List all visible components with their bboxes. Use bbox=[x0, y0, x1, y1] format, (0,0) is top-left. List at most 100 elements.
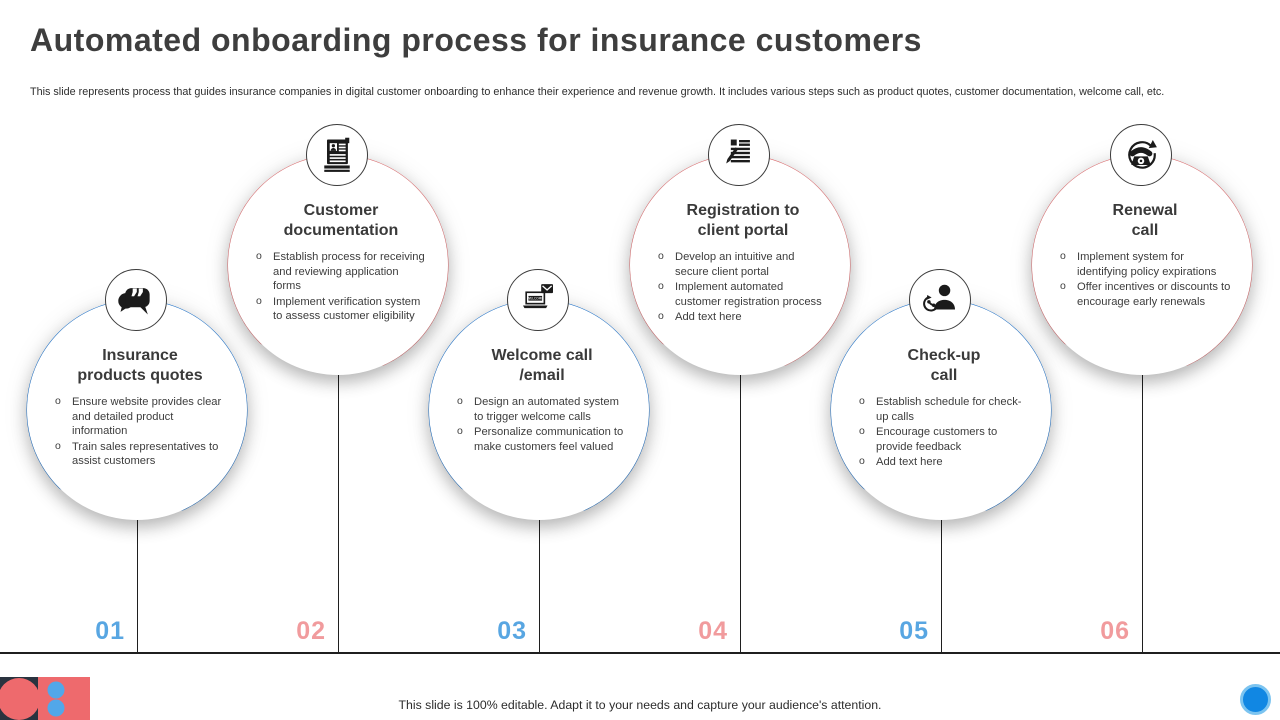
bullet-marker: o bbox=[1060, 280, 1066, 293]
bullet-text: Implement system for identifying policy … bbox=[1077, 251, 1217, 278]
timeline-number-02: 02 bbox=[296, 617, 326, 645]
bullet-text: Offer incentives or discounts to encoura… bbox=[1077, 281, 1231, 308]
step-bullets: o Establish process for receiving and rev… bbox=[254, 250, 428, 324]
bullet-marker: o bbox=[256, 294, 262, 307]
bullet-item: o Design an automated system to trigger w… bbox=[455, 395, 629, 424]
step-circle bbox=[630, 155, 850, 375]
slide-subtitle: This slide represents process that guide… bbox=[30, 86, 1165, 98]
step-bullets: o Design an automated system to trigger w… bbox=[455, 395, 629, 454]
step-icon-circle: ” bbox=[105, 269, 167, 331]
bullet-item: o Establish schedule for check-up calls bbox=[857, 395, 1031, 424]
connector-line-04 bbox=[740, 375, 742, 653]
step-circle bbox=[228, 155, 448, 375]
step-icon-circle: WELCOME bbox=[507, 269, 569, 331]
bullet-text: Add text here bbox=[876, 456, 943, 469]
step-icon-circle bbox=[306, 124, 368, 186]
timeline-number-06: 06 bbox=[1100, 617, 1130, 645]
bullet-text: Train sales representatives to assist cu… bbox=[72, 440, 219, 468]
step-circle bbox=[1032, 155, 1252, 375]
bullet-item: o Encourage customers to provide feedback bbox=[857, 425, 1031, 454]
bullet-marker: o bbox=[658, 250, 664, 262]
bullet-marker: o bbox=[55, 439, 61, 452]
corner-dot bbox=[1240, 684, 1271, 715]
step-icon-circle bbox=[1110, 124, 1172, 186]
bullet-item: o Train sales representatives to assist c… bbox=[53, 440, 227, 469]
bullet-item: o Implement system for identifying policy… bbox=[1058, 250, 1232, 279]
bullet-item: o Develop an intuitive and secure client … bbox=[656, 250, 830, 279]
connector-line-05 bbox=[941, 520, 943, 653]
welcome-laptop-email-icon: WELCOME bbox=[523, 284, 553, 309]
step-content: Renewal call o Implement system for ident… bbox=[1032, 155, 1252, 375]
brand-logo bbox=[0, 677, 90, 720]
connector-line-01 bbox=[137, 520, 139, 653]
bullet-marker: o bbox=[658, 310, 664, 323]
timeline-number-03: 03 bbox=[497, 617, 527, 645]
bullet-marker: o bbox=[658, 280, 664, 293]
bullet-marker: o bbox=[859, 425, 865, 438]
bullet-item: o Implement verification system to assess… bbox=[254, 295, 428, 324]
step-content: Welcome call /email o Design an automated… bbox=[429, 300, 649, 520]
timeline-number-05: 05 bbox=[899, 617, 929, 645]
step-content: Check-up call o Establish schedule for ch… bbox=[831, 300, 1051, 520]
bullet-text: Encourage customers to provide feedback bbox=[876, 426, 998, 453]
step-circle bbox=[27, 300, 247, 520]
footer-note: This slide is 100% editable. Adapt it to… bbox=[398, 698, 882, 712]
step-title: Renewal call bbox=[1112, 202, 1178, 239]
svg-text:”: ” bbox=[129, 283, 145, 312]
bullet-marker: o bbox=[55, 395, 61, 407]
bullet-item: o Offer incentives or discounts to encour… bbox=[1058, 280, 1232, 309]
timeline-number-04: 04 bbox=[698, 617, 728, 645]
step-03: Welcome call /email o Design an automated… bbox=[428, 269, 650, 521]
step-02: Customer documentation o Establish proces… bbox=[227, 124, 449, 376]
step-title: Insurance products quotes bbox=[77, 347, 203, 384]
bullet-text: Add text here bbox=[675, 311, 742, 324]
customer-document-icon bbox=[324, 137, 350, 172]
svg-text:WELCOME: WELCOME bbox=[527, 297, 543, 301]
connector-line-06 bbox=[1142, 375, 1144, 653]
bullet-item: o Add text here bbox=[857, 455, 1031, 470]
bullet-marker: o bbox=[1060, 250, 1066, 262]
timeline-number-01: 01 bbox=[95, 617, 125, 645]
bullet-marker: o bbox=[457, 425, 463, 438]
bullet-text: Personalize communication to make custom… bbox=[474, 426, 624, 453]
registration-form-icon bbox=[726, 139, 750, 164]
person-call-icon bbox=[923, 284, 955, 312]
bullet-text: Establish schedule for check-up calls bbox=[876, 396, 1022, 423]
step-05: Check-up call o Establish schedule for ch… bbox=[830, 269, 1052, 521]
step-bullets: o Implement system for identifying policy… bbox=[1058, 250, 1232, 309]
step-bullets: o Develop an intuitive and secure client … bbox=[656, 250, 830, 325]
connector-line-02 bbox=[338, 375, 340, 653]
bullet-text: Establish process for receiving and revi… bbox=[273, 251, 425, 293]
step-circle bbox=[429, 300, 649, 520]
step-icon-circle bbox=[708, 124, 770, 186]
page-title: Automated onboarding process for insuran… bbox=[30, 22, 922, 58]
timeline-baseline bbox=[0, 652, 1280, 654]
quotes-icon: ” bbox=[118, 283, 150, 315]
step-title: Welcome call /email bbox=[491, 347, 593, 384]
step-icon-circle bbox=[909, 269, 971, 331]
connector-line-03 bbox=[539, 520, 541, 653]
bullet-text: Implement verification system to assess … bbox=[273, 295, 421, 323]
step-content: Customer documentation o Establish proces… bbox=[228, 155, 448, 375]
step-06: Renewal call o Implement system for ident… bbox=[1031, 124, 1253, 376]
bullet-item: o Add text here bbox=[656, 310, 830, 325]
bullet-text: Design an automated system to trigger we… bbox=[474, 396, 619, 423]
step-title: Customer documentation bbox=[283, 202, 399, 239]
bullet-item: o Implement automated customer registrati… bbox=[656, 280, 830, 309]
step-circle bbox=[831, 300, 1051, 520]
bullet-marker: o bbox=[859, 395, 865, 407]
step-title: Check-up call bbox=[907, 347, 981, 384]
bullet-text: Develop an intuitive and secure client p… bbox=[675, 251, 795, 278]
bullet-marker: o bbox=[859, 455, 865, 468]
bullet-text: Implement automated customer registratio… bbox=[675, 281, 822, 308]
bullet-marker: o bbox=[457, 395, 463, 407]
